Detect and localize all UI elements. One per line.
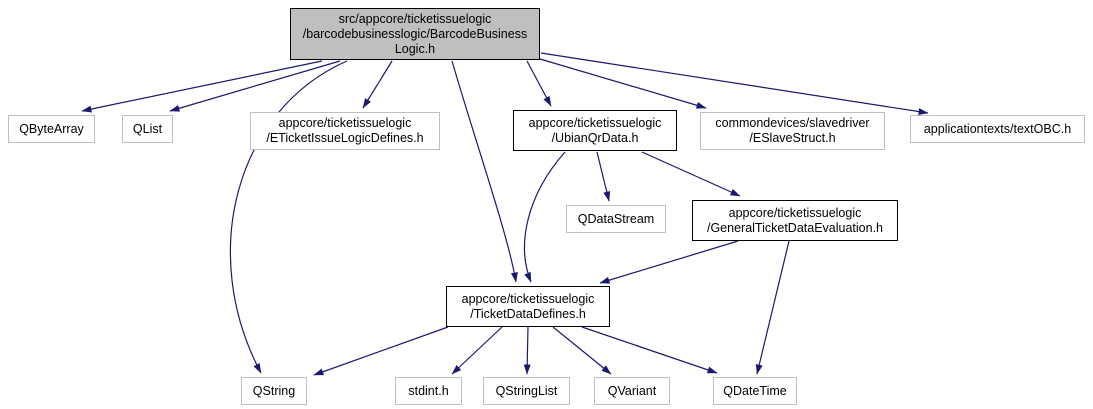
edge-ticket-data-defines-qstringlist bbox=[523, 326, 531, 375]
edge-root-eslave-struct bbox=[539, 58, 707, 109]
edge-root-ticket-data-defines bbox=[451, 60, 518, 283]
edge-ticket-data-defines-qstring bbox=[313, 326, 449, 376]
edge-ticket-data-defines-qvariant bbox=[552, 326, 612, 375]
edge-root-qbytearray bbox=[81, 60, 323, 113]
edge-root-qstring bbox=[229, 60, 348, 374]
edge-ticket-data-defines-stdint bbox=[451, 326, 503, 375]
edge-ticket-data-defines-qdatetime bbox=[581, 326, 718, 374]
edge-ubian-qr-data-ticket-data-defines bbox=[523, 151, 566, 283]
edge-general-ticket-data-evaluation-ticket-data-defines bbox=[599, 240, 739, 284]
edge-root-eticket-issue-logic-defines bbox=[362, 60, 393, 109]
node-qlist: QList bbox=[122, 115, 173, 143]
node-qdatetime: QDateTime bbox=[713, 377, 797, 405]
node-general-ticket-data-evaluation[interactable]: appcore/ticketissuelogic /GeneralTicketD… bbox=[692, 200, 898, 241]
node-qdatastream: QDataStream bbox=[566, 205, 666, 233]
node-barcode-business-logic: src/appcore/ticketissuelogic /barcodebus… bbox=[290, 8, 540, 60]
edge-ubian-qr-data-qdatastream bbox=[596, 151, 611, 202]
edge-root-ubian-qr-data bbox=[526, 60, 552, 107]
node-qstringlist: QStringList bbox=[483, 377, 570, 405]
node-text-obc: applicationtexts/textOBC.h bbox=[910, 115, 1085, 143]
edge-general-ticket-data-evaluation-qdatetime bbox=[755, 240, 790, 375]
edge-ubian-qr-data-general-ticket-data-evaluation bbox=[641, 151, 741, 197]
node-eticket-issue-logic-defines: appcore/ticketissuelogic /ETicketIssueLo… bbox=[250, 112, 440, 150]
node-eslave-struct: commondevices/slavedriver /ESlaveStruct.… bbox=[700, 112, 885, 150]
edge-root-text-obc bbox=[540, 52, 929, 116]
node-stdint: stdint.h bbox=[395, 377, 462, 405]
node-ticket-data-defines[interactable]: appcore/ticketissuelogic /TicketDataDefi… bbox=[446, 286, 610, 327]
node-qbytearray: QByteArray bbox=[8, 115, 95, 143]
edge-root-qlist bbox=[169, 60, 341, 112]
node-qvariant: QVariant bbox=[594, 377, 670, 405]
node-ubian-qr-data[interactable]: appcore/ticketissuelogic /UbianQrData.h bbox=[513, 110, 677, 151]
node-qstring: QString bbox=[241, 377, 307, 405]
